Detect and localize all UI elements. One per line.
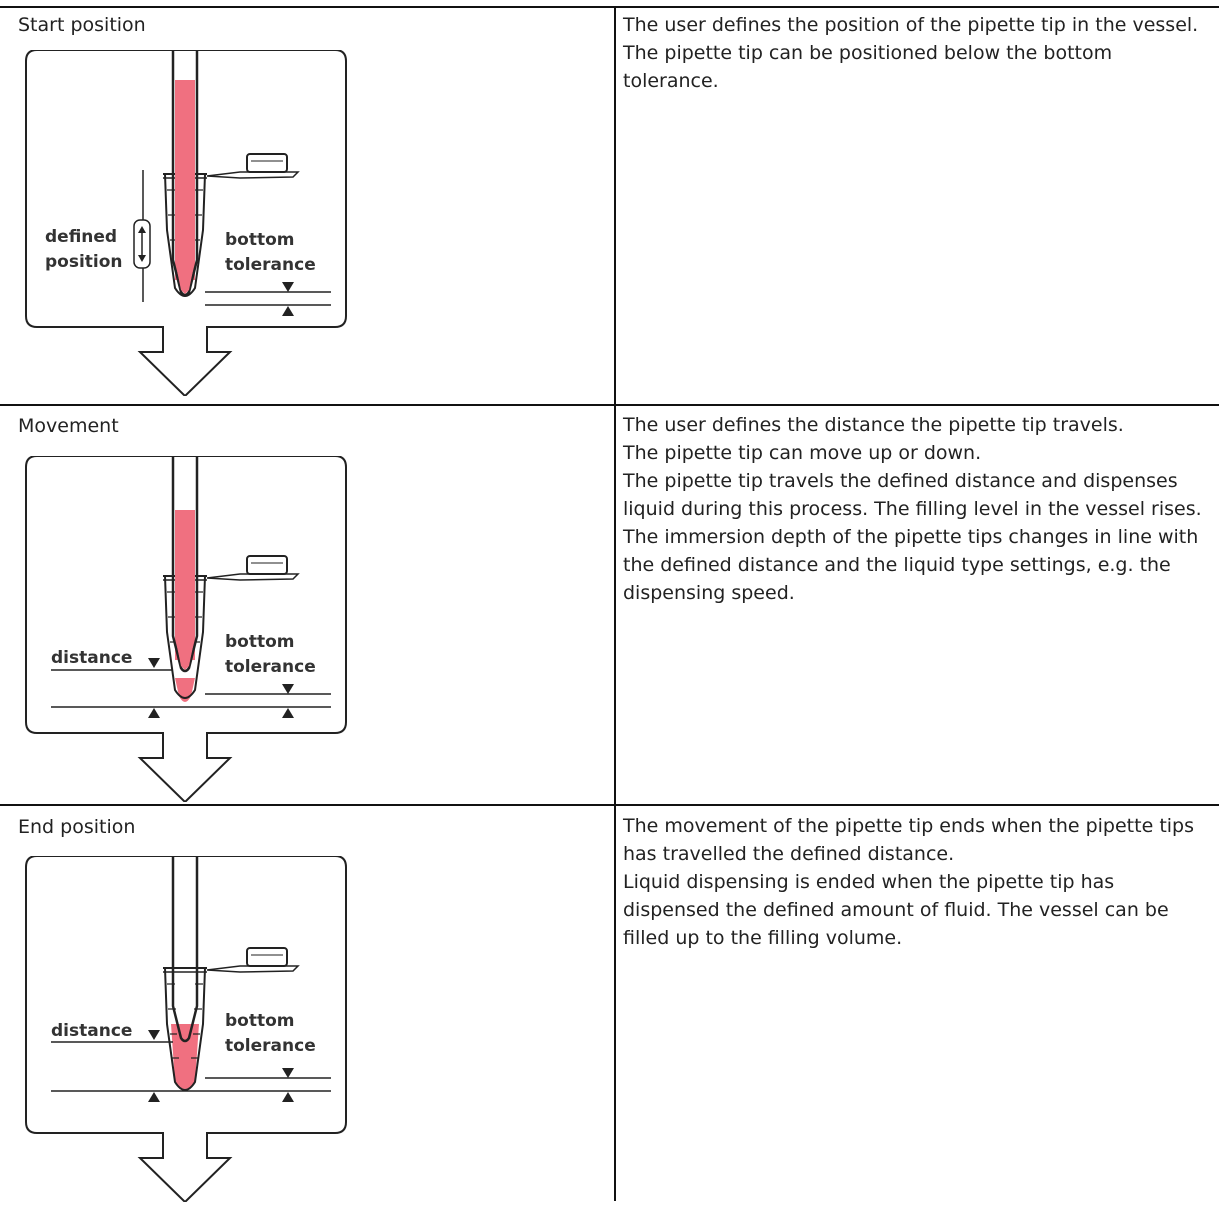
- label-bottom: bottom: [225, 230, 295, 250]
- end-position-figure: distance bottom tolerance: [15, 856, 355, 1202]
- movement-diagram: distance bottom tolerance: [25, 456, 347, 802]
- tip-liquid: [175, 80, 195, 280]
- pipette-tip: [171, 50, 199, 297]
- step-description-end: The movement of the pipette tip ends whe…: [623, 812, 1213, 952]
- row-divider: [0, 804, 1219, 806]
- vessel-lid-hinge: [206, 965, 300, 973]
- tolerance-marker-up: [282, 708, 294, 718]
- vessel-lid-hinge: [206, 573, 300, 581]
- vessel-liquid: [171, 1024, 199, 1089]
- description-line: The immersion depth of the pipette tips …: [623, 526, 1199, 604]
- row-divider: [0, 404, 1219, 406]
- pipette-tip: [171, 856, 199, 1043]
- table-top-rule: [0, 6, 1219, 8]
- pipette-tip: [171, 456, 199, 673]
- description-line: The pipette tip can move up or down.: [623, 442, 982, 464]
- start-position-figure: defined position bottom tolerance: [15, 50, 355, 396]
- tip-liquid: [175, 510, 195, 660]
- description-line: The movement of the pipette tip ends whe…: [623, 815, 1195, 865]
- label-distance: distance: [51, 1021, 132, 1041]
- distance-marker-up: [148, 1092, 160, 1102]
- description-line: The pipette tip travels the defined dist…: [623, 470, 1202, 520]
- movement-figure: distance bottom tolerance: [15, 456, 355, 802]
- step-title-start: Start position: [18, 14, 146, 36]
- frame-arrow-outline: [25, 456, 347, 802]
- tolerance-marker-up: [282, 1092, 294, 1102]
- distance-marker-down: [148, 658, 160, 668]
- label-tolerance: tolerance: [225, 657, 316, 677]
- distance-marker-down: [148, 1030, 160, 1040]
- description-line: The pipette tip can be positioned below …: [623, 42, 1113, 92]
- distance-marker-up: [148, 708, 160, 718]
- tolerance-marker-up: [282, 306, 294, 316]
- vessel-tube: [164, 967, 206, 1091]
- frame-arrow-outline: [25, 50, 347, 396]
- vessel-lid: [246, 555, 288, 575]
- step-description-start: The user defines the position of the pip…: [623, 11, 1213, 95]
- end-position-diagram: distance bottom tolerance: [25, 856, 347, 1202]
- description-line: Liquid dispensing is ended when the pipe…: [623, 871, 1169, 949]
- description-line: The user defines the distance the pipett…: [623, 414, 1124, 436]
- vessel-lid: [246, 153, 288, 173]
- tolerance-marker-down: [282, 1068, 294, 1078]
- start-position-diagram: defined position bottom tolerance: [25, 50, 347, 396]
- tolerance-marker-down: [282, 282, 294, 292]
- label-tolerance: tolerance: [225, 1036, 316, 1056]
- step-title-end: End position: [18, 816, 136, 838]
- vessel-lid-hinge: [206, 171, 300, 179]
- label-bottom: bottom: [225, 632, 295, 652]
- vessel-lid: [246, 947, 288, 967]
- label-position: position: [45, 252, 123, 272]
- label-defined: defined: [45, 227, 117, 247]
- step-description-movement: The user defines the distance the pipett…: [623, 411, 1213, 607]
- label-bottom: bottom: [225, 1011, 295, 1031]
- column-divider: [614, 6, 616, 1201]
- description-line: The user defines the position of the pip…: [623, 14, 1199, 36]
- label-distance: distance: [51, 648, 132, 668]
- tolerance-marker-down: [282, 684, 294, 694]
- label-tolerance: tolerance: [225, 255, 316, 275]
- vessel-tube: [164, 575, 206, 699]
- step-title-movement: Movement: [18, 415, 119, 437]
- frame-arrow-outline: [25, 856, 347, 1202]
